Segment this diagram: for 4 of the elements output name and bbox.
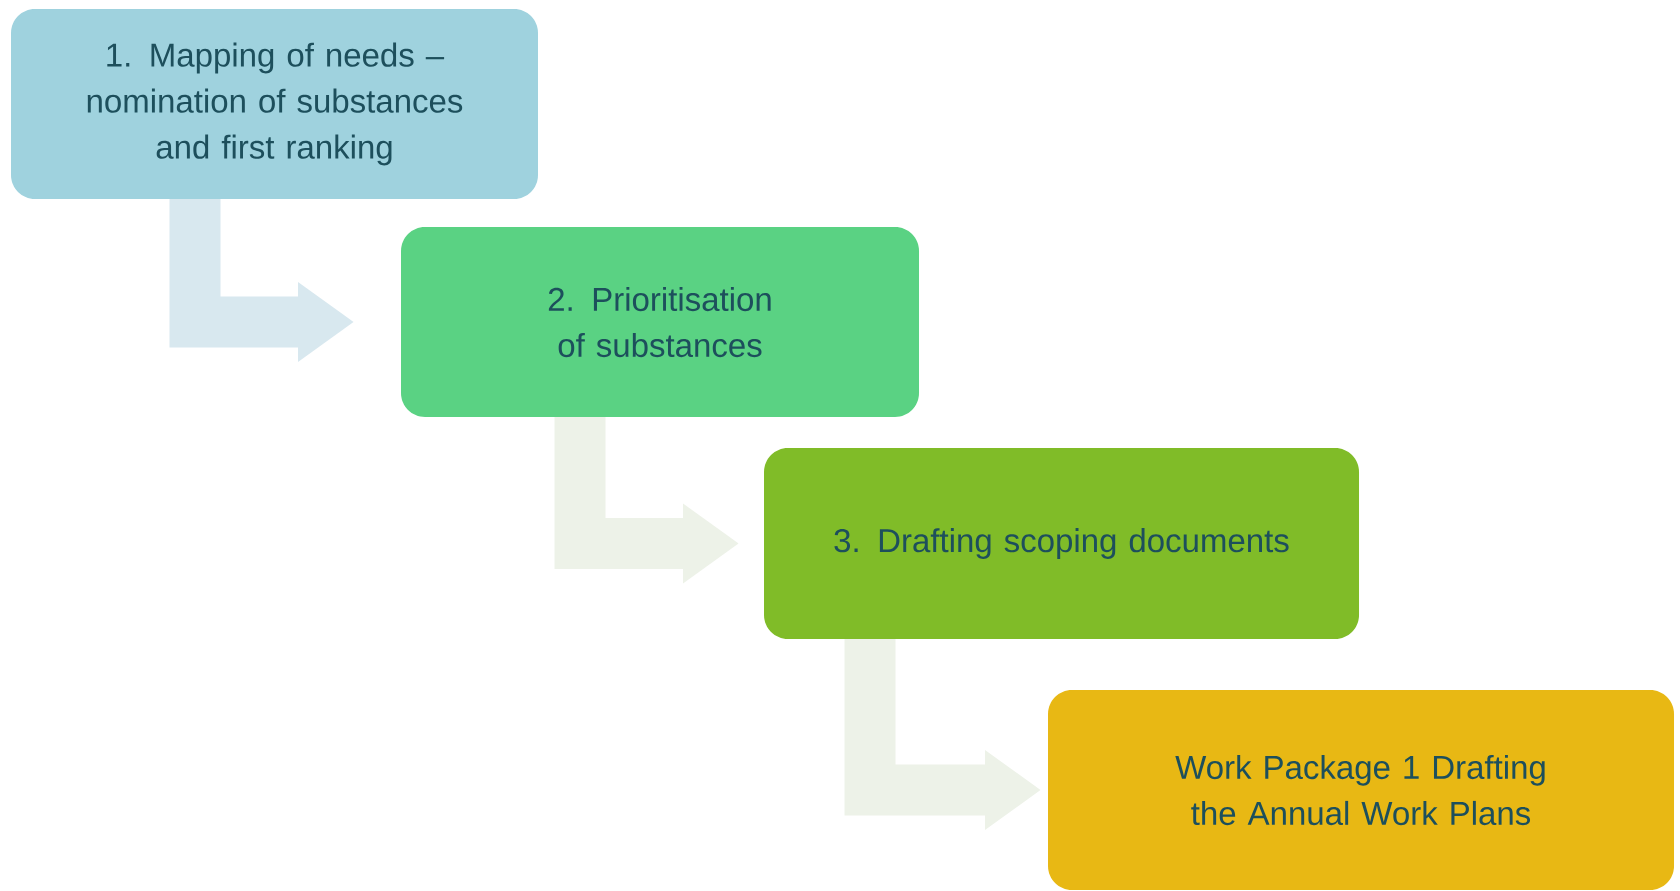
process-box: 3. Drafting scoping documents <box>764 448 1359 639</box>
process-box: 1. Mapping of needs – nomination of substances and first ranking <box>11 9 538 199</box>
process-box: Work Package 1 Drafting the Annual Work Plans <box>1048 690 1674 890</box>
process-box: 2. Prioritisation of substances <box>401 227 919 417</box>
